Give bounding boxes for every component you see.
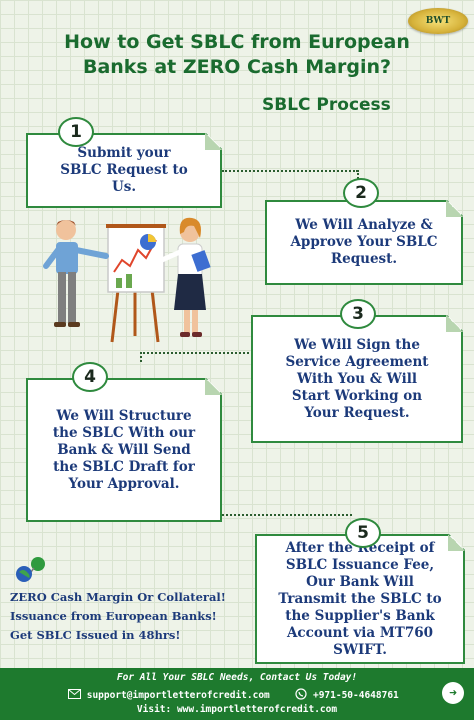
footer-email[interactable]: support@importletterofcredit.com xyxy=(86,690,270,701)
man-pointing-arm xyxy=(73,247,109,259)
board-pie-slice xyxy=(148,234,156,242)
woman-skirt xyxy=(174,274,206,310)
man-leg-right xyxy=(68,272,76,324)
woman-hair xyxy=(179,217,201,238)
step-badge-4: 4 xyxy=(72,362,108,392)
step-1-text: Submit your SBLC Request to Us. xyxy=(60,145,188,195)
connector-1-2-drop xyxy=(357,170,359,182)
man-arm xyxy=(43,247,61,269)
easel-leg-left xyxy=(110,289,120,343)
connector-3-4-drop xyxy=(140,352,142,362)
step-5-fold xyxy=(448,534,465,551)
step-5-text: After the Receipt of SBLC Issuance Fee, … xyxy=(278,539,442,658)
woman-tablet xyxy=(191,250,211,272)
footer-phone[interactable]: +971-50-4648761 xyxy=(312,690,399,701)
step-card-3: We Will Sign the Service Agreement With … xyxy=(251,315,463,443)
page-title: How to Get SBLC from European Banks at Z… xyxy=(0,30,474,80)
title-line-2: Banks at ZERO Cash Margin? xyxy=(82,56,392,78)
man-head xyxy=(56,220,76,240)
step-card-4: We Will Structure the SBLC With our Bank… xyxy=(26,378,222,522)
connector-4-5 xyxy=(222,514,352,516)
step-1-fold xyxy=(205,133,222,150)
pin-head xyxy=(31,557,45,571)
footer-website[interactable]: Visit: www.importletterofcredit.com xyxy=(136,704,338,715)
connector-1-2 xyxy=(222,170,358,172)
board-bar-2 xyxy=(126,274,132,288)
step-card-2: We Will Analyze & Approve Your SBLC Requ… xyxy=(265,200,463,285)
step-badge-1: 1 xyxy=(58,117,94,147)
title-line-1: How to Get SBLC from European xyxy=(64,31,410,53)
globe-pin-icon xyxy=(16,557,45,582)
connector-3-4 xyxy=(140,352,260,354)
whatsapp-icon xyxy=(295,688,307,700)
envelope-icon xyxy=(68,689,81,699)
woman-leg-left xyxy=(184,310,190,334)
step-badge-2: 2 xyxy=(343,178,379,208)
easel-top xyxy=(106,224,166,228)
brand-logo: BWT xyxy=(408,8,468,34)
highlight-item: ZERO Cash Margin Or Collateral! xyxy=(10,590,226,604)
step-badge-3: 3 xyxy=(340,299,376,329)
board-line-chart xyxy=(113,239,157,273)
highlights-list: ZERO Cash Margin Or Collateral! Issuance… xyxy=(10,588,226,645)
page-subtitle: SBLC Process xyxy=(262,95,391,115)
arrow-right-icon[interactable]: ➜ xyxy=(442,682,464,704)
step-4-fold xyxy=(205,378,222,395)
woman-shoe-left xyxy=(180,332,190,337)
footer-contact-row: support@importletterofcredit.com +971-50… xyxy=(68,688,399,701)
woman-leg-right xyxy=(192,310,198,334)
easel-leg-right xyxy=(150,289,160,343)
highlight-item: Get SBLC Issued in 48hrs! xyxy=(10,628,181,642)
woman-arm xyxy=(159,249,183,263)
step-2-text: We Will Analyze & Approve Your SBLC Requ… xyxy=(290,217,438,267)
man-leg-left xyxy=(58,272,66,324)
step-3-text: We Will Sign the Service Agreement With … xyxy=(285,336,429,421)
man-shoe-right xyxy=(68,322,80,327)
step-3-fold xyxy=(446,315,463,332)
step-card-5: After the Receipt of SBLC Issuance Fee, … xyxy=(255,534,465,664)
step-badge-5: 5 xyxy=(345,518,381,548)
man-shirt xyxy=(56,242,78,274)
board-bar-1 xyxy=(116,278,122,288)
presentation-illustration xyxy=(43,217,211,343)
step-2-fold xyxy=(446,200,463,217)
globe-land xyxy=(19,570,30,578)
step-4-text: We Will Structure the SBLC With our Bank… xyxy=(52,407,196,492)
highlight-item: Issuance from European Banks! xyxy=(10,609,217,623)
man-hair xyxy=(56,220,76,226)
contact-footer: For All Your SBLC Needs, Contact Us Toda… xyxy=(0,668,474,720)
step-card-1: Submit your SBLC Request to Us. xyxy=(26,133,222,208)
woman-shoe-right xyxy=(192,332,202,337)
man-shoe-left xyxy=(54,322,66,327)
footer-tagline: For All Your SBLC Needs, Contact Us Toda… xyxy=(116,672,358,683)
